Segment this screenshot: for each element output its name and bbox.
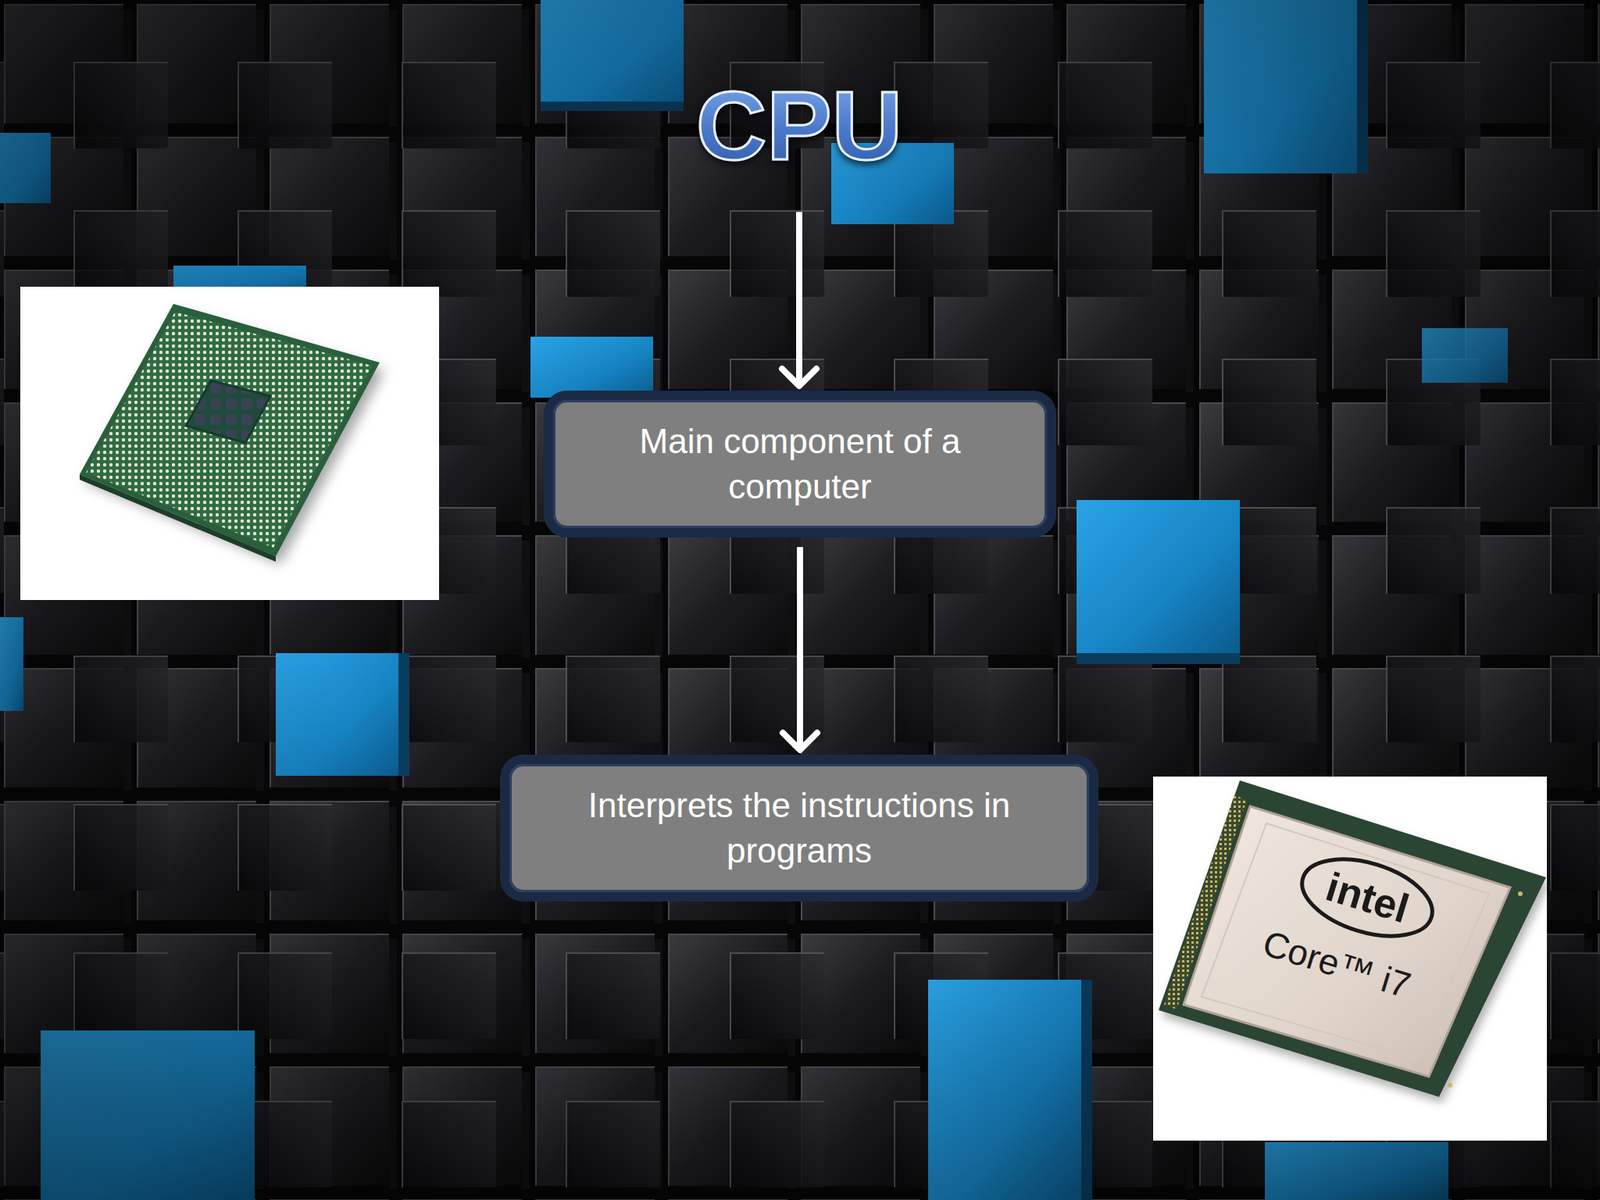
process-box: Main component of a computer — [543, 390, 1057, 538]
arrow-connector — [796, 211, 803, 386]
box-text: Main component of a computer — [579, 418, 1021, 510]
cpu-chip-illustration — [20, 286, 440, 600]
title-text: CPU — [696, 74, 903, 177]
cpu-photo — [20, 286, 440, 600]
arrow-connector — [796, 546, 804, 750]
process-box: Interprets the instructions in programs — [500, 754, 1099, 902]
model-text: Core™ i7 — [1257, 921, 1416, 1007]
title-node: CPU — [688, 74, 911, 177]
box-text: Interprets the instructions in programs — [535, 782, 1063, 874]
brand-text: intel — [1321, 863, 1415, 933]
